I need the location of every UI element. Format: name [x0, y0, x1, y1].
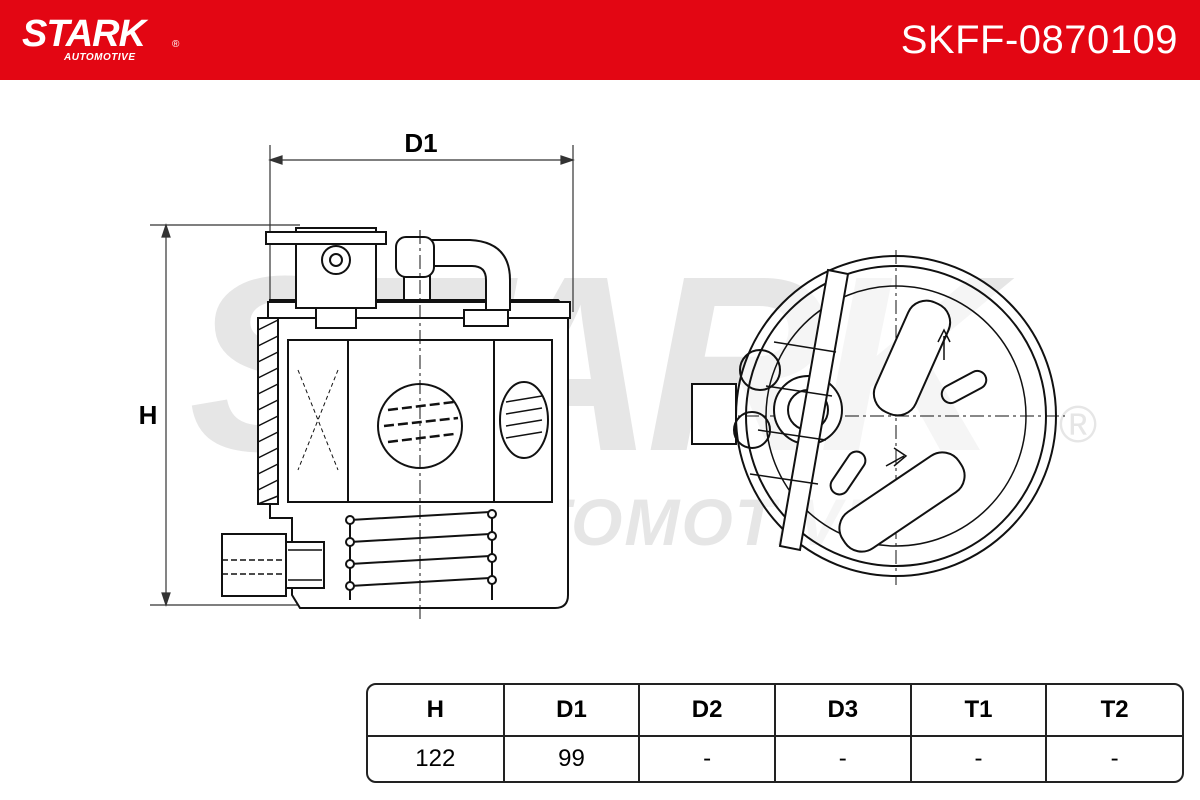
dimension-lines	[150, 145, 575, 607]
spec-header-h: H	[368, 685, 505, 737]
spec-value-t2: -	[1110, 745, 1119, 772]
spec-table-value-row: 122 99 - - - -	[368, 736, 1182, 781]
spec-value-d1: 99	[503, 736, 641, 781]
stark-logo: STARK ® AUTOMOTIVE	[22, 12, 192, 70]
filter-side-view	[221, 227, 571, 620]
bleed-screw-bottom	[838, 447, 966, 553]
technical-drawing: STARK AUTOMOTIVE ® D1 H	[139, 128, 1097, 620]
spec-header-d2: D2	[639, 685, 776, 737]
spec-value-d2: -	[639, 736, 776, 781]
dimension-label-d1: D1	[404, 128, 437, 158]
spec-header-d3: D3	[774, 685, 912, 737]
spec-header-d1: D1	[503, 685, 641, 737]
filter-top-view	[691, 250, 1065, 585]
part-number: SKFF-0870109	[900, 18, 1178, 62]
spring-element	[345, 509, 497, 600]
spec-table: H D1 D2 D3 T1 T2 122 99 - - - -	[366, 683, 1184, 783]
bleed-screw-top	[872, 299, 952, 417]
header-bar: STARK ® AUTOMOTIVE SKFF-0870109	[0, 0, 1200, 80]
spec-value-t1: -	[910, 736, 1048, 781]
spec-value-h: 122	[368, 736, 505, 781]
spec-value-d3: -	[774, 736, 912, 781]
logo-subtitle: AUTOMOTIVE	[64, 52, 136, 63]
hatched-side-wall	[257, 317, 279, 505]
spec-table-header-row: H D1 D2 D3 T1 T2	[368, 685, 1182, 737]
watermark-registered-mark: ®	[1059, 396, 1097, 454]
logo-brand-text: STARK	[22, 13, 146, 55]
hose-fitting	[733, 268, 850, 552]
logo-registered-mark: ®	[172, 39, 180, 50]
spec-header-t1: T1	[910, 685, 1048, 737]
dimension-label-h: H	[139, 400, 158, 430]
spec-header-t2: T2	[1046, 685, 1182, 737]
spec-table-grid: H D1 D2 D3 T1 T2 122 99 - - - -	[368, 685, 1182, 781]
